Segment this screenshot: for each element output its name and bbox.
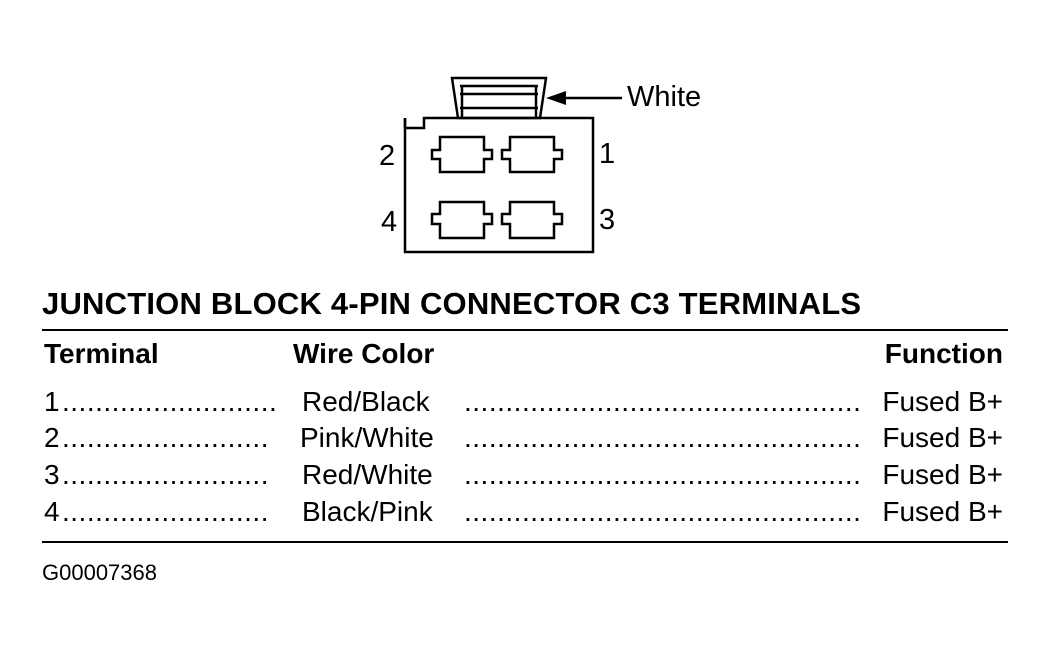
dot-leader: ........................................… — [464, 386, 861, 417]
dot-leader: ......................... — [62, 422, 269, 453]
cell-wire-color: Pink/White — [300, 422, 434, 453]
figure-id: G00007368 — [42, 560, 157, 585]
cell-function: Fused B+ — [882, 386, 1003, 417]
pin-cavity-4 — [430, 200, 494, 240]
pin-label-3: 3 — [599, 204, 615, 236]
header-terminal: Terminal — [44, 338, 159, 369]
pin-label-4: 4 — [381, 206, 397, 238]
connector-body — [403, 116, 595, 254]
latch-label: White — [627, 81, 701, 113]
cell-function: Fused B+ — [882, 496, 1003, 527]
dot-leader: ........................................… — [464, 459, 861, 490]
pin-cavity-3 — [500, 200, 564, 240]
table-bottom-divider — [42, 541, 1008, 543]
connector-diagram: White 2 1 4 3 — [379, 76, 701, 254]
connector-latch — [450, 76, 548, 120]
table-title: JUNCTION BLOCK 4-PIN CONNECTOR C3 TERMIN… — [42, 286, 862, 321]
dot-leader: ......................... — [62, 496, 269, 527]
pin-cavity-1 — [500, 135, 564, 174]
table-row: 4 ......................... Black/Pink .… — [44, 496, 1003, 530]
cell-terminal: 4 — [44, 496, 60, 527]
table-row: 3 ......................... Red/White ..… — [44, 459, 1003, 493]
title-divider — [42, 329, 1008, 331]
cell-wire-color: Black/Pink — [302, 496, 433, 527]
pin-label-2: 2 — [379, 140, 395, 172]
cell-terminal: 3 — [44, 459, 60, 490]
header-function: Function — [884, 338, 1003, 369]
pin-label-1: 1 — [599, 138, 615, 170]
cell-terminal: 1 — [44, 386, 60, 417]
pin-cavity-2 — [430, 135, 494, 174]
table-row: 2 ......................... Pink/White .… — [44, 422, 1003, 456]
dot-leader: .......................... — [62, 386, 278, 417]
dot-leader: ........................................… — [464, 422, 861, 453]
cell-wire-color: Red/White — [302, 459, 433, 490]
cell-terminal: 2 — [44, 422, 60, 453]
dot-leader: ......................... — [62, 459, 269, 490]
latch-arrow — [546, 91, 622, 105]
cell-function: Fused B+ — [882, 422, 1003, 453]
table-row: 1 .......................... Red/Black .… — [44, 386, 1003, 420]
cell-wire-color: Red/Black — [302, 386, 430, 417]
dot-leader: ........................................… — [464, 496, 861, 527]
cell-function: Fused B+ — [882, 459, 1003, 490]
header-wire-color: Wire Color — [293, 338, 435, 369]
